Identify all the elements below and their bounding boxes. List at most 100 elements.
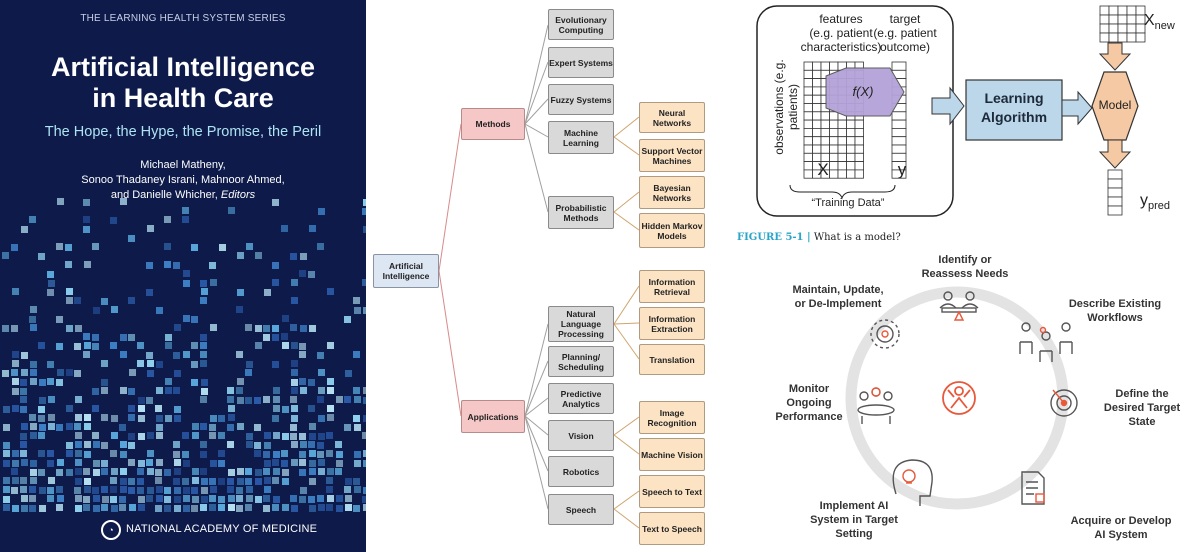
grid-cell: [1126, 5, 1137, 16]
cover-pixel: [102, 496, 109, 503]
taxonomy-connector: [524, 360, 549, 417]
grid-cell: [891, 61, 907, 71]
cover-pixel: [191, 316, 198, 323]
node-evolutionary-computing: Evolutionary Computing: [548, 9, 614, 40]
cover-pixel: [291, 459, 298, 466]
grid-cell: [1117, 23, 1128, 34]
grid-cell: [1135, 32, 1146, 43]
cover-pixel: [354, 424, 361, 431]
cover-pixel: [363, 504, 366, 511]
cover-pixel: [138, 405, 145, 412]
grid-cell: [854, 144, 864, 154]
grid-cell: [803, 144, 813, 154]
cover-pixel: [246, 486, 253, 493]
cover-pixel: [299, 433, 306, 440]
cover-pixel: [56, 469, 63, 476]
grid-cell: [812, 69, 822, 80]
cover-pixel: [309, 460, 316, 467]
cover-pixel: [128, 414, 135, 421]
taxonomy-connector: [613, 136, 640, 156]
cover-pixel: [318, 433, 325, 440]
cover-pixel: [218, 432, 225, 439]
cover-pixel: [236, 306, 243, 313]
cover-pixel: [119, 496, 126, 503]
y-pred-base: y: [1140, 192, 1148, 209]
cover-pixel: [290, 424, 297, 431]
cover-pixel: [273, 468, 280, 475]
grid-cell: [812, 103, 822, 113]
taxonomy-connector: [524, 61, 549, 125]
cover-pixel: [354, 396, 361, 403]
cover-pixel: [326, 432, 333, 439]
cover-pixel: [273, 405, 280, 412]
cover-pixel: [12, 388, 19, 395]
cover-pixel: [56, 316, 63, 323]
cover-pixel: [101, 468, 108, 475]
cover-pixel: [164, 261, 171, 268]
cover-pixel: [299, 351, 306, 358]
cover-pixel: [300, 441, 307, 448]
cover-pixel: [174, 459, 181, 466]
series-label: THE LEARNING HEALTH SYSTEM SERIES: [80, 13, 286, 24]
cover-pixel: [165, 387, 172, 394]
cover-pixel: [119, 504, 126, 511]
cover-pixel: [326, 486, 333, 493]
node-translation: Translation: [639, 344, 705, 375]
cover-pixel: [174, 324, 181, 331]
cover-pixel: [137, 360, 144, 367]
cover-pixel: [300, 253, 307, 260]
cover-pixel: [101, 298, 108, 305]
cover-pixel: [110, 486, 117, 493]
cover-pixel: [218, 450, 225, 457]
cover-pixel: [299, 451, 306, 458]
grid-cell: [1108, 32, 1119, 43]
grid-cell: [820, 144, 830, 154]
cover-pixel: [263, 505, 270, 512]
cover-pixel: [290, 433, 297, 440]
taxonomy-connector: [524, 323, 549, 417]
cover-pixel: [318, 468, 325, 475]
grid-cell: [854, 119, 864, 129]
cover-pixel: [47, 460, 54, 467]
cover-pixel: [317, 352, 324, 359]
model-figure: features (e.g. patient characteristics) …: [720, 0, 1200, 250]
cover-pixel: [362, 432, 366, 439]
cover-pixel: [209, 424, 216, 431]
cover-pixel: [309, 225, 316, 232]
grid-cell: [820, 111, 830, 121]
grid-cell: [812, 127, 822, 138]
y-pred-label: ypred: [1140, 192, 1196, 212]
features-title: features: [819, 12, 863, 26]
cover-pixel: [228, 207, 235, 214]
step-acquire-develop: Acquire or Develop AI System: [1056, 514, 1186, 542]
implement-line-3: Setting: [835, 528, 873, 540]
learning-algorithm-line-2: Algorithm: [980, 109, 1048, 125]
cover-pixel: [30, 477, 37, 484]
cover-pixel: [291, 279, 298, 286]
cover-pixel: [263, 325, 270, 332]
cover-pixel: [146, 352, 153, 359]
cover-pixel: [101, 387, 108, 394]
taxonomy-connector: [613, 434, 640, 455]
cover-pixel: [291, 405, 298, 412]
cover-pixel: [353, 478, 360, 485]
grid-cell: [837, 127, 847, 138]
cover-pixel: [264, 477, 271, 484]
cover-pixel: [56, 243, 63, 250]
cover-pixel: [255, 478, 262, 485]
observations-label: observations (e.g. patients): [772, 59, 800, 155]
document-icon: [1021, 471, 1045, 505]
new-data-arrow: [1098, 42, 1132, 71]
cover-pixel: [362, 496, 366, 503]
cover-pixel: [317, 442, 324, 449]
cover-pixel: [156, 486, 163, 493]
node-fuzzy-systems: Fuzzy Systems: [548, 84, 614, 115]
cover-pixel: [20, 441, 27, 448]
grid-cell: [854, 152, 864, 163]
cover-pixel: [218, 496, 225, 503]
cover-pixel: [12, 405, 19, 412]
publisher-name: NATIONAL ACADEMY OF MEDICINE: [126, 523, 318, 535]
cover-pixel: [110, 450, 117, 457]
cover-pixel: [255, 469, 262, 476]
target-icon: [1050, 389, 1078, 417]
